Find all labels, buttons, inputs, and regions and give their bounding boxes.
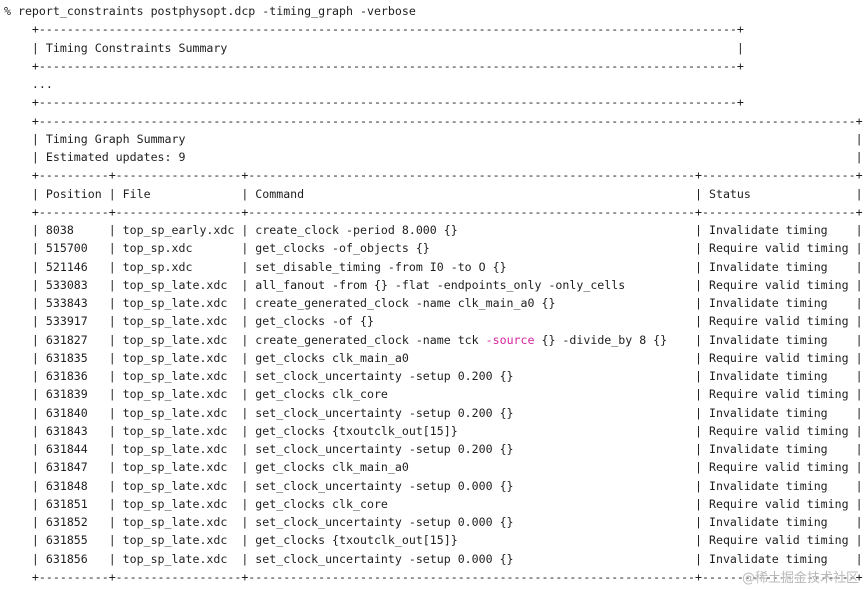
command-line: % report_constraints postphysopt.dcp -ti… xyxy=(4,4,416,18)
table-row: | 515700 | top_sp.xdc | get_clocks -of_o… xyxy=(4,241,863,256)
table-row: | 631836 | top_sp_late.xdc | set_clock_u… xyxy=(4,369,863,383)
table-border: +---------------------------------------… xyxy=(4,113,863,128)
table-row: | 631847 | top_sp_late.xdc | get_clocks … xyxy=(4,460,863,475)
table-row: | 631856 | top_sp_late.xdc | set_clock_u… xyxy=(4,551,863,566)
constraints-summary-title: | Timing Constraints Summary | xyxy=(4,40,744,55)
watermark: @稀土掘金技术社区 xyxy=(741,571,859,586)
table-row: | 631848 | top_sp_late.xdc | set_clock_u… xyxy=(4,478,863,493)
table-row: | 631851 | top_sp_late.xdc | get_clocks … xyxy=(4,496,863,511)
table-row: | 631835 | top_sp_late.xdc | get_clocks … xyxy=(4,350,863,365)
highlighted-option: -source xyxy=(485,332,535,347)
table-border: +---------------------------------------… xyxy=(4,95,744,110)
table-border: +---------------------------------------… xyxy=(4,22,744,37)
table-border: +----------+------------------+---------… xyxy=(4,204,863,219)
table-border: +----------+------------------+---------… xyxy=(4,569,863,584)
table-row: | 533083 | top_sp_late.xdc | all_fanout … xyxy=(4,277,863,292)
ellipsis: ... xyxy=(4,77,53,91)
table-row: | 631827 | top_sp_late.xdc | create_gene… xyxy=(4,332,863,347)
table-row: | 631855 | top_sp_late.xdc | get_clocks … xyxy=(4,533,863,548)
table-header: | Position | File | Command | Status | xyxy=(4,186,863,201)
estimated-updates: | Estimated updates: 9 | xyxy=(4,150,863,164)
table-row: | 631839 | top_sp_late.xdc | get_clocks … xyxy=(4,387,863,402)
table-row: | 631852 | top_sp_late.xdc | set_clock_u… xyxy=(4,515,863,529)
table-row: | 8038 | top_sp_early.xdc | create_clock… xyxy=(4,223,863,237)
table-row: | 631840 | top_sp_late.xdc | set_clock_u… xyxy=(4,405,863,420)
table-row: | 631844 | top_sp_late.xdc | set_clock_u… xyxy=(4,442,863,456)
table-row: | 521146 | top_sp.xdc | set_disable_timi… xyxy=(4,259,863,274)
table-row: | 631843 | top_sp_late.xdc | get_clocks … xyxy=(4,423,863,438)
graph-summary-title: | Timing Graph Summary | xyxy=(4,131,863,146)
table-border: +---------------------------------------… xyxy=(4,58,744,73)
table-border: +----------+------------------+---------… xyxy=(4,168,863,183)
table-row: | 533843 | top_sp_late.xdc | create_gene… xyxy=(4,296,863,310)
table-row: | 533917 | top_sp_late.xdc | get_clocks … xyxy=(4,314,863,329)
